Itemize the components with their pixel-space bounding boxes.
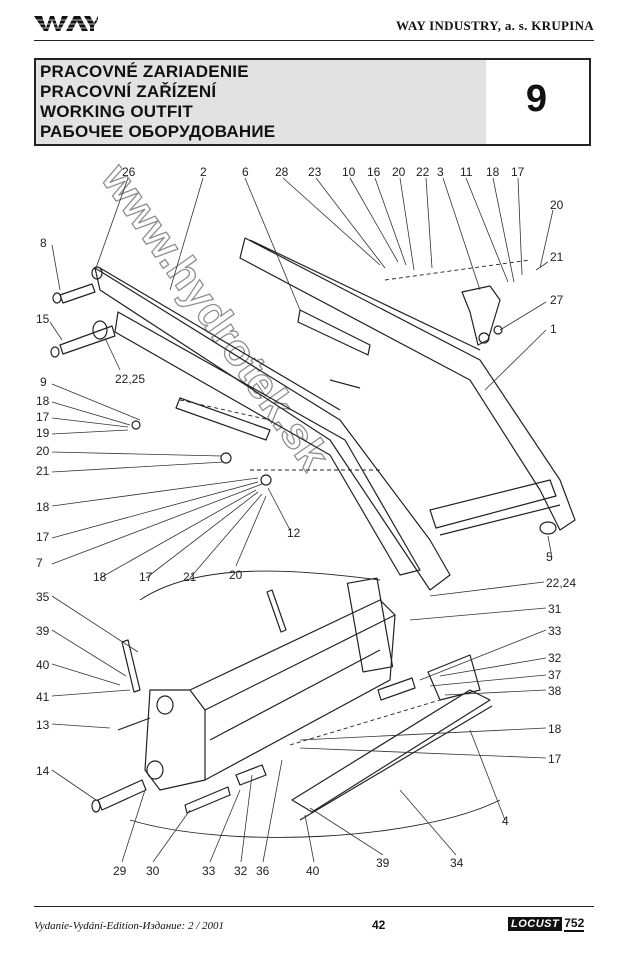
- title-line-sk: PRACOVNÉ ZARIADENIE: [40, 62, 249, 81]
- part-label: 36: [256, 864, 270, 878]
- part-label: 35: [36, 590, 50, 604]
- brand-name: LOCUST: [508, 917, 563, 931]
- page-header: WAY INDUSTRY, a. s. KRUPINA: [34, 12, 594, 40]
- part-label: 13: [36, 718, 50, 732]
- part-label: 41: [36, 690, 50, 704]
- part-label: 10: [342, 165, 356, 179]
- part-label: 1: [550, 322, 557, 336]
- part-label: 18: [548, 722, 562, 736]
- title-line-en: WORKING OUTFIT: [40, 102, 193, 121]
- part-label: 18: [486, 165, 500, 179]
- part-label: 27: [550, 293, 564, 307]
- part-label: 4: [502, 814, 509, 828]
- model-number: 752: [564, 916, 585, 932]
- part-label: 18: [36, 500, 50, 514]
- part-label: 40: [36, 658, 50, 672]
- part-label: 9: [40, 375, 47, 389]
- part-label: 20: [36, 444, 50, 458]
- title-line-ru: РАБОЧЕЕ ОБОРУДОВАНИЕ: [40, 122, 276, 141]
- part-label: 8: [40, 236, 47, 250]
- part-label: 20: [392, 165, 406, 179]
- part-label: 32: [548, 651, 562, 665]
- part-label: 11: [460, 165, 473, 179]
- title-background: [36, 60, 486, 144]
- part-label: 21: [36, 464, 50, 478]
- section-number: 9: [525, 78, 547, 120]
- brand-badge: LOCUST 752: [508, 916, 585, 932]
- part-label: 37: [548, 668, 562, 682]
- part-label: 17: [139, 570, 153, 584]
- part-label: 30: [146, 864, 160, 878]
- part-label: 17: [36, 530, 50, 544]
- exploded-parts-drawing: [49, 177, 576, 863]
- part-label: 14: [36, 764, 50, 778]
- part-label: 18: [93, 570, 107, 584]
- part-label: 21: [550, 250, 564, 264]
- part-label: 39: [36, 624, 50, 638]
- company-name: WAY INDUSTRY, a. s. KRUPINA: [396, 18, 594, 33]
- part-label: 32: [234, 864, 248, 878]
- part-label: 15: [36, 312, 50, 326]
- part-label: 21: [183, 570, 197, 584]
- page-number: 42: [372, 918, 386, 932]
- part-label: 29: [113, 864, 127, 878]
- part-label: 16: [367, 165, 381, 179]
- part-label: 40: [306, 864, 320, 878]
- part-label: 22,25: [115, 372, 146, 386]
- header-rule: [34, 40, 594, 41]
- part-label: 34: [450, 856, 464, 870]
- part-label: 38: [548, 684, 562, 698]
- part-label: 20: [229, 568, 243, 582]
- part-label: 28: [275, 165, 289, 179]
- part-label: 39: [376, 856, 390, 870]
- part-label: 22,24: [546, 576, 577, 590]
- part-label: 31: [548, 602, 562, 616]
- title-line-cz: PRACOVNÍ ZAŘÍZENÍ: [40, 82, 217, 101]
- edition-text: Vydanie-Vydání-Edition-Издание: 2 / 2001: [34, 920, 225, 932]
- part-label: 33: [548, 624, 562, 638]
- part-label: 19: [36, 426, 50, 440]
- part-label: 17: [36, 410, 50, 424]
- part-label: 17: [511, 165, 525, 179]
- part-label: 20: [550, 198, 564, 212]
- part-label: 22: [416, 165, 430, 179]
- part-label: 3: [437, 165, 444, 179]
- part-label: 17: [548, 752, 562, 766]
- part-label: 6: [242, 165, 249, 179]
- footer-rule: [34, 906, 594, 907]
- part-label: 2: [200, 165, 207, 179]
- part-label: 33: [202, 864, 216, 878]
- part-label: 26: [122, 165, 136, 179]
- part-label: 23: [308, 165, 322, 179]
- part-label: 12: [287, 526, 301, 540]
- title-box: PRACOVNÉ ZARIADENIE PRACOVNÍ ZAŘÍZENÍ WO…: [34, 58, 591, 146]
- part-label: 18: [36, 394, 50, 408]
- part-label: 5: [546, 550, 553, 564]
- part-label: 7: [36, 556, 43, 570]
- way-logo: [34, 14, 98, 32]
